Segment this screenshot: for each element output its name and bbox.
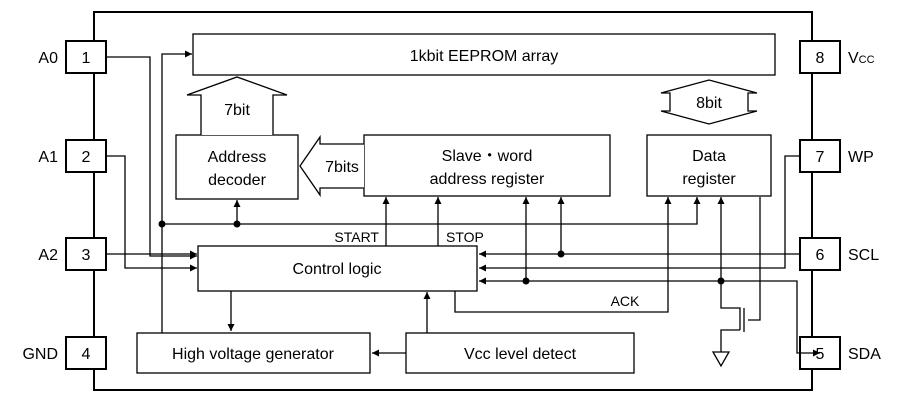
wire-a0 bbox=[106, 56, 197, 260]
bus-8bit-label: 8bit bbox=[696, 95, 722, 112]
slave-register-label-2: address register bbox=[430, 171, 545, 188]
pin-wp: 7 WP bbox=[799, 139, 874, 173]
pin-a0-label: A0 bbox=[38, 50, 58, 67]
slave-word-address-register-block: Slave・word address register bbox=[363, 134, 611, 197]
control-logic-block: Control logic bbox=[197, 245, 478, 292]
pin-a1-label: A1 bbox=[38, 149, 58, 166]
pin-a1-number: 2 bbox=[82, 149, 91, 166]
bus-arrow-8bit: 8bit bbox=[660, 79, 758, 125]
signal-start-label: START bbox=[334, 229, 379, 245]
sda-output-transistor bbox=[711, 197, 761, 368]
wire-wp bbox=[479, 155, 800, 272]
pin-vcc: 8 VCC bbox=[799, 40, 875, 74]
wire-ack bbox=[454, 197, 672, 313]
pin-vcc-number: 8 bbox=[816, 50, 825, 67]
pin-scl-number: 6 bbox=[816, 247, 825, 264]
wire-hv-to-array bbox=[161, 50, 192, 333]
vcc-detect-label: Vcc level detect bbox=[464, 346, 577, 363]
slave-register-label-1: Slave・word bbox=[442, 148, 533, 165]
data-register-label-2: register bbox=[682, 171, 736, 188]
pin-a2: 3 A2 bbox=[38, 237, 107, 271]
bus-7bits-label: 7bits bbox=[325, 159, 359, 176]
bus-arrow-7bit: 7bit bbox=[186, 76, 288, 135]
hv-generator-label: High voltage generator bbox=[172, 346, 335, 363]
signal-stop-label: STOP bbox=[446, 229, 484, 245]
wire-sda bbox=[721, 280, 820, 357]
signal-ack-label: ACK bbox=[611, 293, 640, 309]
data-register-block: Data register bbox=[646, 134, 772, 197]
eeprom-array-block: 1kbit EEPROM array bbox=[192, 33, 776, 76]
pin-a2-label: A2 bbox=[38, 247, 58, 264]
address-decoder-label-2: decoder bbox=[208, 172, 266, 189]
bus-arrow-7bits: 7bits bbox=[299, 134, 364, 198]
pin-a0: 1 A0 bbox=[38, 40, 107, 74]
wire-a1 bbox=[106, 155, 197, 272]
pin-gnd: 4 GND bbox=[22, 336, 107, 370]
pin-vcc-label: VCC bbox=[848, 50, 875, 67]
high-voltage-generator-block: High voltage generator bbox=[136, 332, 371, 374]
bus-7bit-label: 7bit bbox=[224, 102, 250, 119]
pin-a0-number: 1 bbox=[82, 50, 91, 67]
pin-sda-label: SDA bbox=[848, 346, 881, 363]
pin-wp-label: WP bbox=[848, 149, 874, 166]
address-decoder-block: Address decoder bbox=[175, 134, 299, 200]
pin-gnd-label: GND bbox=[22, 346, 58, 363]
wire-control-bus bbox=[162, 197, 701, 225]
pin-scl: 6 SCL bbox=[799, 237, 879, 271]
ground-symbol bbox=[711, 351, 731, 368]
pin-a2-number: 3 bbox=[82, 247, 91, 264]
junction-left bbox=[158, 220, 166, 228]
pin-sda-number: 5 bbox=[816, 346, 825, 363]
vcc-level-detect-block: Vcc level detect bbox=[405, 332, 635, 374]
pin-a1: 2 A1 bbox=[38, 139, 107, 173]
eeprom-array-label: 1kbit EEPROM array bbox=[410, 48, 558, 65]
pin-scl-label: SCL bbox=[848, 247, 879, 264]
address-decoder-label-1: Address bbox=[208, 149, 267, 166]
pin-gnd-number: 4 bbox=[82, 346, 91, 363]
pin-wp-number: 7 bbox=[816, 149, 825, 166]
data-register-label-1: Data bbox=[692, 148, 726, 165]
control-logic-label: Control logic bbox=[293, 261, 382, 278]
